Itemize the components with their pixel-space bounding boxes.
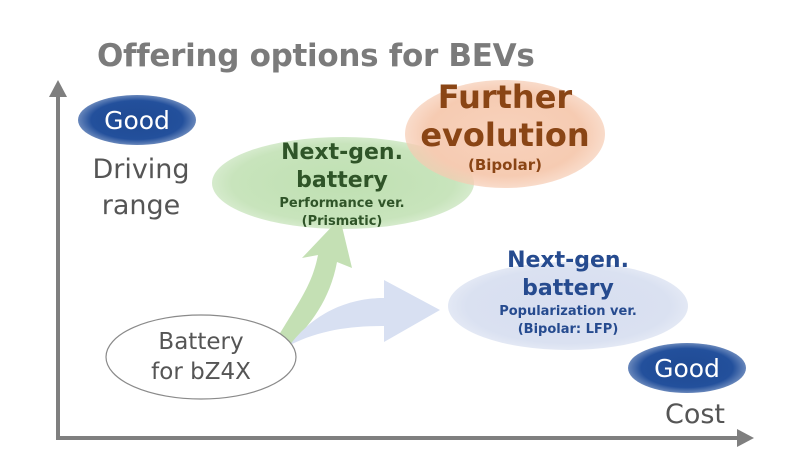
y-axis-label-line2: range — [101, 190, 181, 221]
current-line2: for bZ4X — [151, 359, 251, 385]
popularization-line4: (Bipolar: LFP) — [517, 322, 619, 337]
current-battery-ellipse — [105, 314, 297, 400]
x-axis-label: Cost — [664, 399, 726, 430]
y-axis-label: Driving range — [66, 152, 216, 224]
further-line1: Further — [437, 78, 573, 116]
x-axis-good-text: Good — [654, 353, 720, 383]
performance-line2: battery — [296, 168, 388, 193]
popularization-line2: battery — [522, 276, 614, 301]
page-title: Offering options for BEVs — [97, 38, 535, 74]
further-evolution-label: Further evolution (Bipolar) — [405, 78, 605, 176]
current-battery-label: Battery for bZ4X — [108, 327, 294, 387]
popularization-battery-label: Next-gen. battery Popularization ver. (B… — [448, 247, 688, 339]
further-line3: (Bipolar) — [468, 156, 542, 174]
popularization-line3: Popularization ver. — [499, 304, 637, 319]
y-axis-arrowhead-icon — [49, 80, 67, 97]
current-line1: Battery — [158, 329, 244, 355]
further-line2: evolution — [420, 116, 590, 154]
x-axis-arrowhead-icon — [737, 429, 754, 447]
y-axis-good-text: Good — [104, 105, 170, 135]
performance-line3: Performance ver. — [279, 196, 405, 211]
blue-arrow-icon — [290, 280, 440, 345]
x-axis-good-badge: Good — [628, 343, 746, 393]
y-axis-good-badge: Good — [78, 95, 196, 145]
green-arrow-icon — [276, 218, 352, 345]
performance-line4: (Prismatic) — [301, 214, 383, 229]
y-axis-label-line1: Driving — [92, 154, 190, 185]
popularization-line1: Next-gen. — [507, 248, 629, 273]
performance-line1: Next-gen. — [281, 140, 403, 165]
further-evolution-bubble — [405, 80, 605, 188]
popularization-battery-bubble — [448, 262, 688, 350]
performance-battery-label: Next-gen. battery Performance ver. (Pris… — [222, 139, 462, 231]
